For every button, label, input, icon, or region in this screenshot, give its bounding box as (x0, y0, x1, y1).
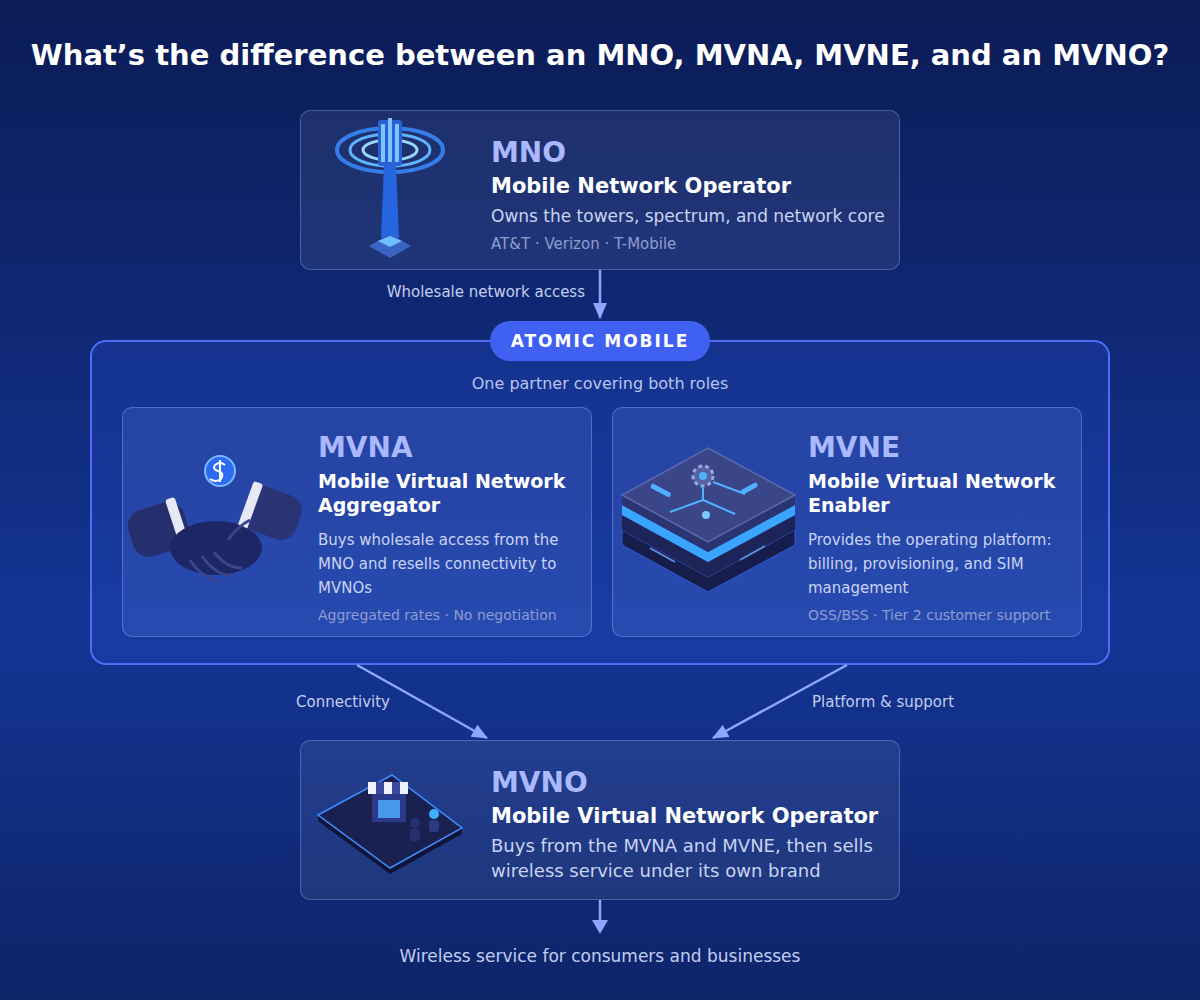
node-description: Buys wholesale access from the MNO and r… (318, 528, 588, 600)
person (429, 820, 439, 832)
storefront-illustration (318, 775, 462, 874)
awning-stripe (368, 782, 376, 794)
person (410, 818, 420, 828)
chip-top (622, 448, 795, 542)
node-acronym: MVNO (491, 767, 891, 799)
node-description: Owns the towers, spectrum, and network c… (491, 203, 901, 229)
fingers (190, 520, 250, 582)
chip-markings (650, 546, 765, 562)
output-label: Wireless service for consumers and busin… (300, 944, 900, 968)
antenna-panel (395, 124, 399, 162)
operator-box: MNO Mobile Network OperatorOwns the tower… (300, 110, 900, 270)
node-note: Aggregated rates · No negotiation (318, 605, 588, 625)
group-badge: ATOMIC MOBILE (490, 321, 710, 361)
edge-label: Connectivity (296, 692, 390, 712)
flow-arrow (599, 270, 602, 318)
coin-symbol (210, 460, 225, 482)
node-note: AT&T · Verizon · T-Mobile (491, 233, 901, 255)
signal-ring (363, 140, 417, 160)
hands (170, 521, 262, 575)
antenna-panel (388, 118, 392, 162)
chip-layer (622, 515, 795, 577)
operator-box: MVNO Mobile Virtual Network OperatorBuys … (300, 740, 900, 900)
chip-glow (622, 505, 795, 562)
edge-label: Wholesale network access (387, 282, 585, 302)
node-acronym: MVNA (318, 432, 588, 464)
tower-base-glow (378, 236, 402, 247)
cuff (165, 497, 191, 550)
node-title: Mobile Virtual Network Aggregator (318, 469, 588, 517)
text-column: MVNA Mobile Virtual Network AggregatorBuy… (318, 432, 588, 625)
node-title: Mobile Virtual Network Operator (491, 802, 891, 830)
role-box: MVNE Mobile Virtual Network EnablerProvid… (612, 407, 1082, 637)
node-description: Provides the operating platform: billing… (808, 528, 1078, 600)
store-window (378, 800, 400, 818)
gear (693, 466, 713, 486)
signal-ring (350, 134, 430, 166)
sleeve (124, 498, 194, 562)
handshake-illustration (124, 456, 306, 582)
awning-stripe (376, 782, 384, 794)
node-description: Buys from the MVNA and MVNE, then sells … (491, 833, 891, 883)
node-acronym: MNO (491, 137, 901, 169)
role-box: MVNA Mobile Virtual Network AggregatorBuy… (122, 407, 592, 637)
circuit-pad (650, 483, 672, 498)
group-subtitle: One partner covering both roles (92, 374, 1108, 394)
chip-base (622, 530, 795, 592)
circuit-trace (670, 482, 745, 514)
node-title: Mobile Network Operator (491, 172, 901, 200)
diagram-title: What’s the difference between an MNO, MV… (0, 36, 1200, 74)
cuff (237, 481, 263, 531)
awning-stripe (384, 782, 392, 794)
node-title: Mobile Virtual Network Enabler (808, 469, 1078, 517)
tower-base (369, 234, 411, 258)
partner-group: ATOMIC MOBILEOne partner covering both r… (90, 340, 1110, 665)
antenna-cluster (378, 120, 402, 166)
awning-stripe (400, 782, 408, 794)
text-column: MVNO Mobile Virtual Network OperatorBuys … (491, 767, 891, 883)
person (429, 809, 439, 819)
phone-body (318, 775, 462, 868)
coin (205, 456, 235, 486)
antenna-panel (381, 124, 385, 162)
chip-side (622, 495, 795, 552)
gear-hub (699, 472, 707, 480)
store-front (372, 792, 406, 822)
arrow-head (592, 920, 608, 934)
circuit-pad (740, 482, 758, 495)
signal-ring (337, 128, 443, 172)
edge-label: Platform & support (812, 692, 954, 712)
tower-illustration (337, 118, 443, 258)
sleeve (238, 482, 306, 544)
text-column: MVNE Mobile Virtual Network EnablerProvid… (808, 432, 1078, 625)
text-column: MNO Mobile Network OperatorOwns the tower… (491, 137, 901, 255)
phone-edge (318, 815, 462, 874)
output-arrow (599, 900, 602, 922)
person (410, 829, 420, 841)
circuit-node (702, 511, 710, 519)
node-note: OSS/BSS · Tier 2 customer support (808, 605, 1078, 625)
node-acronym: MVNE (808, 432, 1078, 464)
platform-illustration (622, 448, 795, 592)
tower-mast (381, 166, 399, 238)
awning-stripe (392, 782, 400, 794)
